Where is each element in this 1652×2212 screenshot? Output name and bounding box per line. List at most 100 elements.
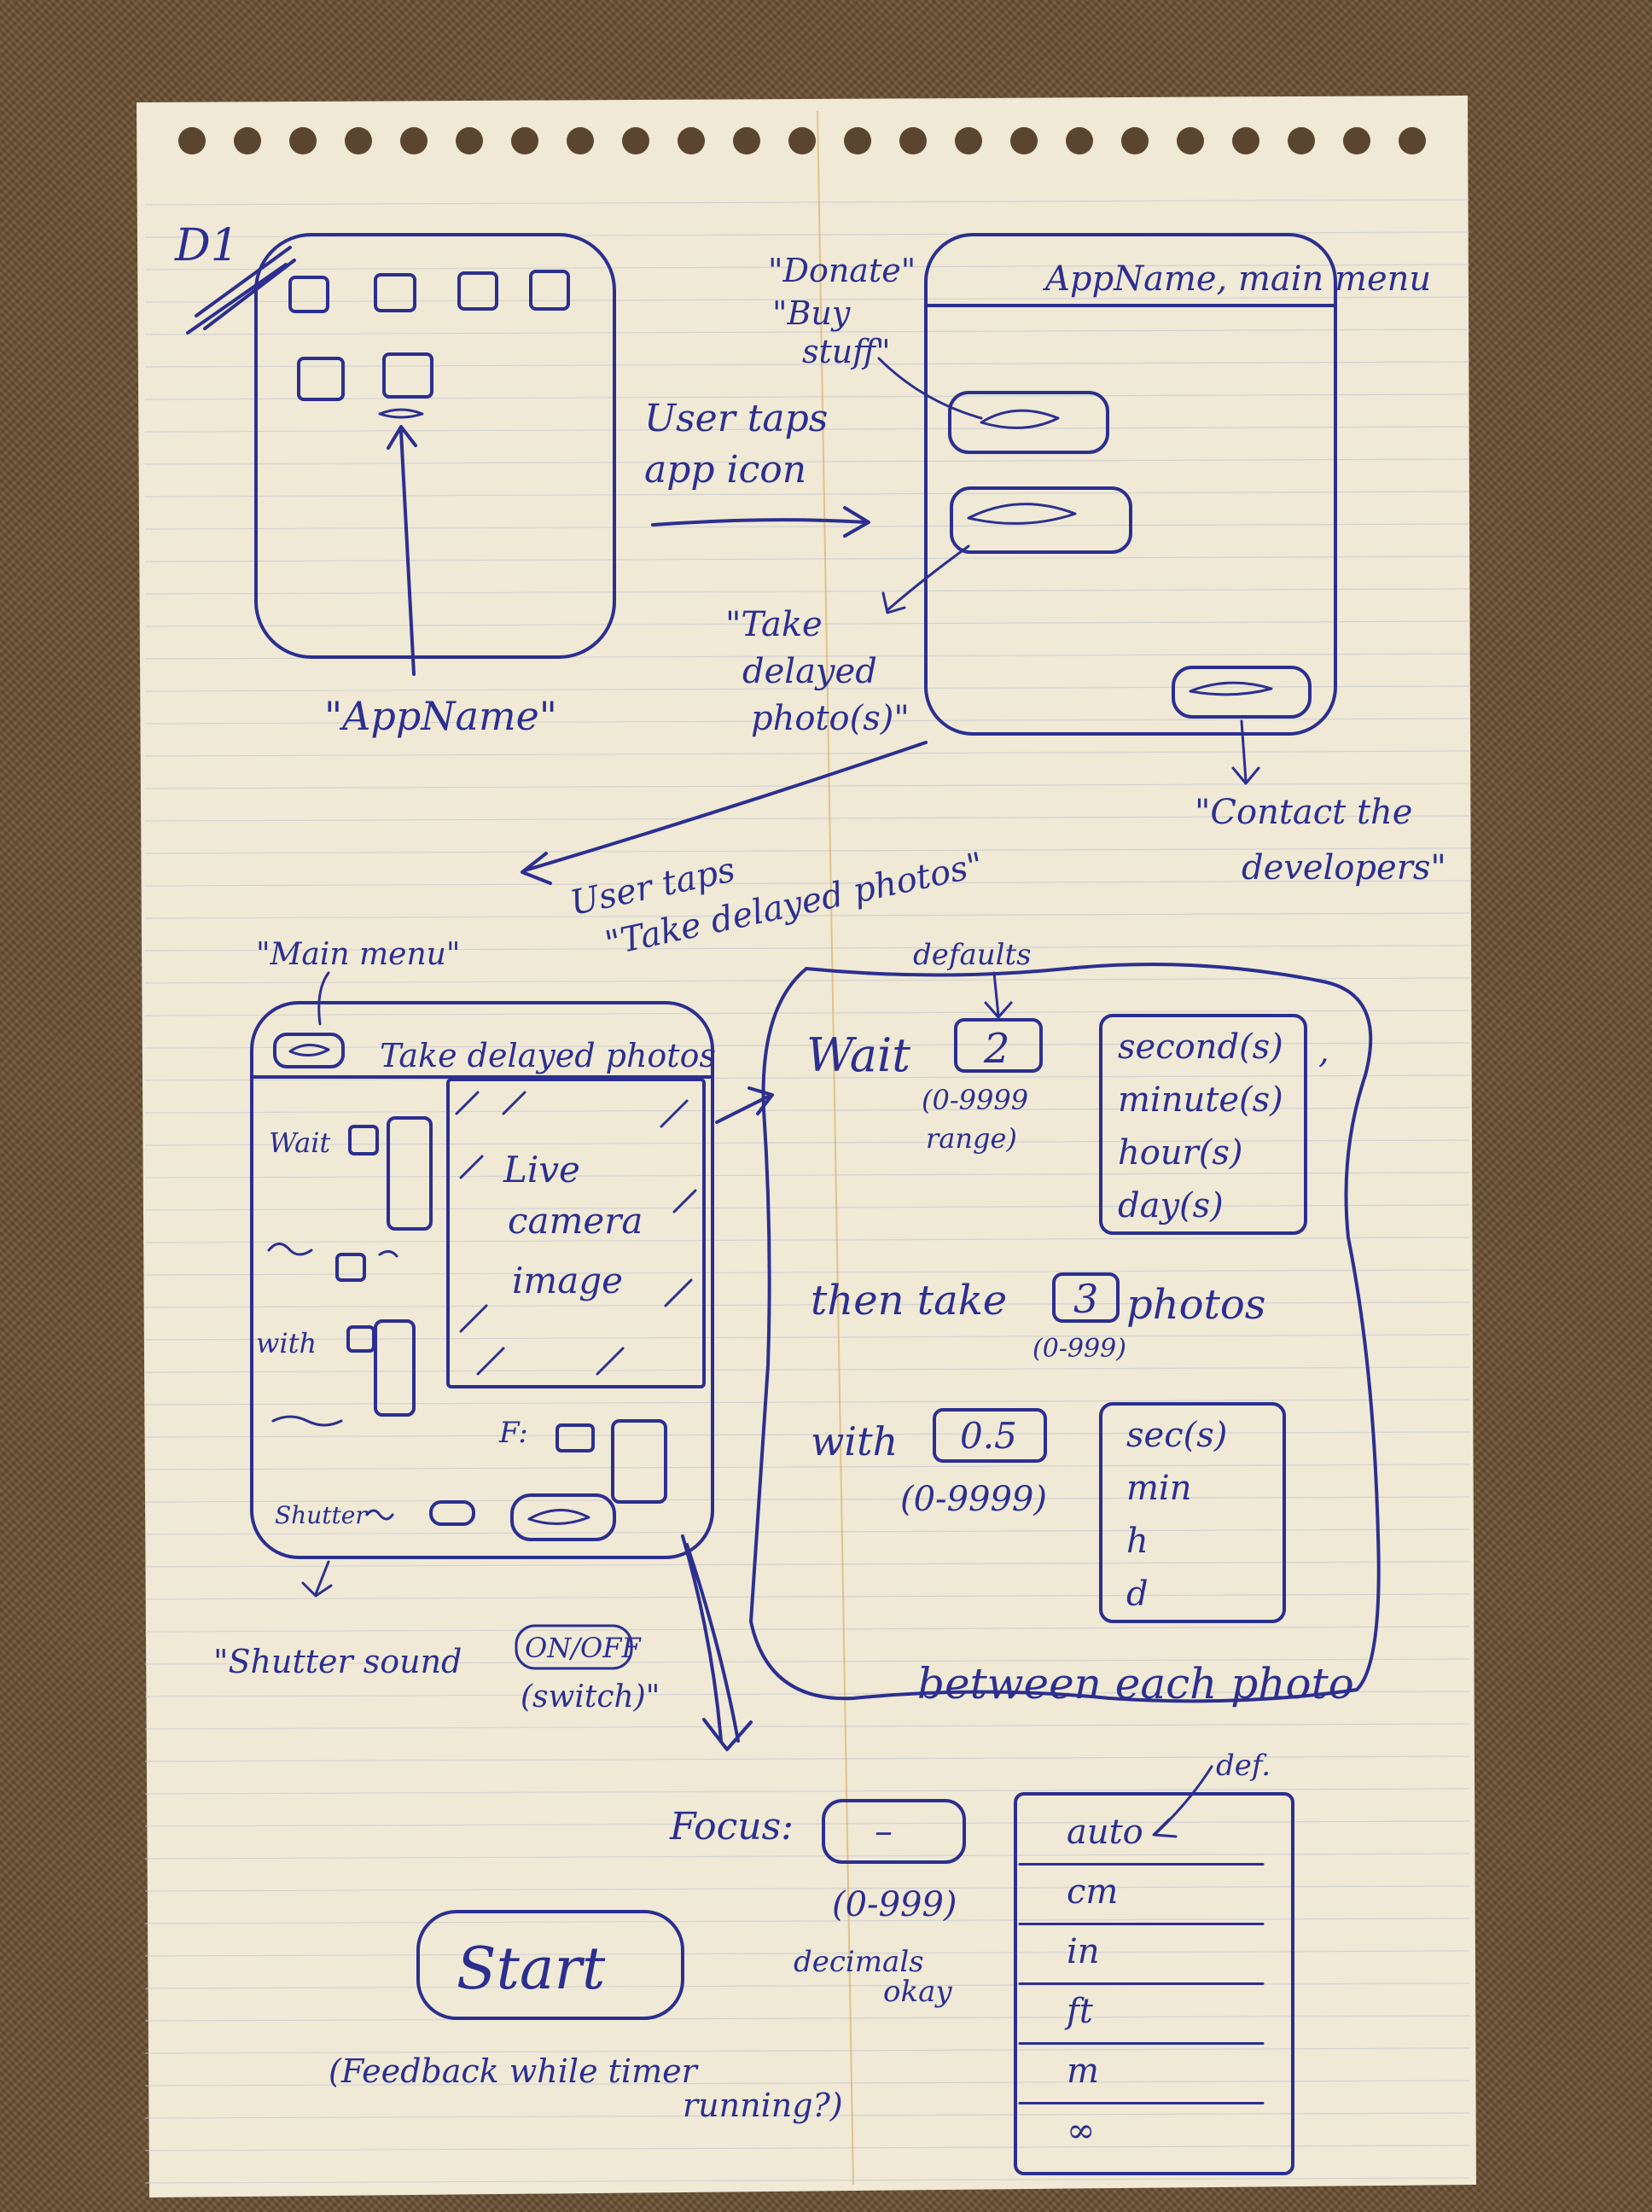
- delayed-screen-title: Take delayed photos: [380, 1037, 716, 1074]
- mini-photos-scribble: [378, 1250, 398, 1258]
- detail-cloud-outline: [749, 963, 1381, 1703]
- shutter-note: "Shutter sound: [213, 1643, 462, 1680]
- main-menu-title: AppName, main menu: [1042, 259, 1431, 299]
- focus-decimals-note: okay: [883, 1975, 952, 2009]
- mini-wait-label: Wait: [269, 1126, 330, 1159]
- app-icon-placeholder: [374, 273, 416, 312]
- main-menu-phone-outline: [924, 233, 1337, 736]
- shutter-note: ON/OFF: [525, 1632, 642, 1664]
- take-delayed-photos-button[interactable]: [950, 486, 1132, 554]
- unit-option[interactable]: auto: [1067, 1813, 1143, 1852]
- mini-focus-unit-picker[interactable]: [611, 1419, 667, 1504]
- interval-value[interactable]: 0.5: [960, 1415, 1017, 1457]
- corner-mark-slashes: [186, 246, 296, 335]
- unit-option[interactable]: m: [1067, 2052, 1099, 2091]
- contact-note: developers": [1242, 848, 1446, 888]
- unit-option[interactable]: d: [1126, 1575, 1149, 1614]
- take-note: delayed: [742, 652, 877, 691]
- unit-option[interactable]: min: [1126, 1469, 1191, 1508]
- wait-unit-picker[interactable]: [1099, 1014, 1307, 1235]
- focus-value[interactable]: –: [875, 1810, 893, 1852]
- interval-range: (0-9999): [900, 1480, 1047, 1519]
- focus-unit-picker[interactable]: [1014, 1792, 1294, 2175]
- mini-between-scribble: [271, 1415, 343, 1427]
- interval-unit-options[interactable]: sec(s) min hd: [1126, 1416, 1227, 1614]
- wait-value-input[interactable]: [954, 1018, 1043, 1073]
- donate-button-scribble: [980, 409, 1060, 429]
- home-screen-sketch: "AppName": [254, 233, 616, 739]
- delayed-photos-sketch: Take delayed photos Wait with Live camer…: [250, 1001, 716, 1559]
- mini-shutter-label: Shutter: [275, 1501, 368, 1529]
- mini-then-scribble: [267, 1243, 313, 1256]
- donate-button[interactable]: [948, 391, 1109, 454]
- unit-option[interactable]: cm: [1067, 1872, 1118, 1912]
- mini-wait-input[interactable]: [348, 1125, 379, 1155]
- unit-option[interactable]: ft: [1064, 1992, 1094, 2031]
- app-icon-placeholder: [457, 271, 498, 311]
- contact-developers-button[interactable]: [1172, 666, 1312, 719]
- wait-unit-options[interactable]: second(s) minute(s) hour(s) day(s): [1118, 1027, 1283, 1225]
- app-icon-placeholder: [529, 270, 570, 311]
- step1-text: User taps: [644, 397, 828, 440]
- unit-option[interactable]: ∞: [1067, 2111, 1095, 2151]
- delayed-phone-outline: [250, 1001, 714, 1559]
- unit-option[interactable]: second(s): [1118, 1027, 1283, 1067]
- contact-note-arrow: [1231, 719, 1260, 785]
- app-icon-pointer-arrow: [387, 425, 417, 676]
- start-button-label[interactable]: Start: [457, 1936, 606, 2003]
- live-camera-text: Live: [503, 1149, 580, 1190]
- focus-unit-options[interactable]: auto cm in ft m ∞: [1018, 1813, 1265, 2151]
- photos-range: (0-999): [1032, 1334, 1126, 1364]
- interval-value-input[interactable]: [933, 1408, 1047, 1463]
- defaults-label: defaults: [913, 938, 1032, 972]
- focus-label: Focus:: [669, 1805, 794, 1848]
- unit-option[interactable]: in: [1067, 1932, 1100, 1971]
- mini-wait-unit-picker[interactable]: [387, 1116, 433, 1231]
- mini-interval-unit-picker[interactable]: [374, 1319, 416, 1417]
- focus-default-arrow: [1152, 1765, 1213, 1838]
- shutter-note: (switch)": [521, 1679, 660, 1714]
- focus-value-input[interactable]: [822, 1799, 966, 1864]
- live-camera-text: camera: [508, 1200, 643, 1242]
- app-label-scribble: [378, 408, 424, 419]
- back-button-scribble: [288, 1044, 330, 1057]
- mini-shutter-switch[interactable]: [429, 1500, 475, 1526]
- start-button[interactable]: [416, 1910, 684, 2020]
- donate-note: "Buy: [772, 294, 851, 332]
- unit-option[interactable]: day(s): [1118, 1186, 1224, 1225]
- wait-range: range): [926, 1122, 1017, 1155]
- unit-option[interactable]: h: [1126, 1522, 1149, 1561]
- home-phone-outline: [254, 233, 616, 659]
- photos-count-value[interactable]: 3: [1073, 1276, 1098, 1322]
- main-menu-sketch: AppName, main menu: [924, 233, 1431, 736]
- interval-unit-picker[interactable]: [1099, 1402, 1286, 1623]
- between-label: between each photo: [917, 1659, 1354, 1708]
- take-note: "Take: [725, 605, 823, 644]
- mini-start-button[interactable]: [510, 1493, 616, 1541]
- wait-label: Wait: [806, 1028, 910, 1082]
- app-icon-placeholder: [288, 276, 329, 313]
- main-menu-back-note: "Main menu": [256, 937, 460, 972]
- mini-shutter-scribble: [365, 1509, 394, 1521]
- paper-sheet: [137, 96, 1476, 2197]
- focus-range: (0-999): [832, 1885, 957, 1924]
- step1-text: app icon: [644, 448, 806, 492]
- camera-hatching: [455, 1091, 697, 1376]
- unit-option[interactable]: hour(s): [1118, 1133, 1242, 1173]
- live-camera-preview: [446, 1078, 706, 1388]
- wait-value[interactable]: 2: [983, 1025, 1010, 1073]
- photos-count-input[interactable]: [1052, 1272, 1120, 1323]
- mini-focus-input[interactable]: [556, 1423, 595, 1452]
- mini-focus-label: F:: [498, 1416, 528, 1450]
- mini-photos-input[interactable]: [335, 1253, 366, 1282]
- unit-option[interactable]: minute(s): [1118, 1080, 1283, 1120]
- contact-button-scribble: [1189, 681, 1273, 696]
- step1-arrow: [651, 506, 870, 538]
- shutter-note-arrow: [301, 1560, 333, 1598]
- unit-option[interactable]: sec(s): [1126, 1416, 1227, 1455]
- mini-with-label: with: [256, 1327, 317, 1359]
- back-button[interactable]: [273, 1033, 345, 1068]
- corner-mark: D1: [174, 220, 239, 271]
- app-icon-placeholder: [382, 352, 433, 399]
- with-label: with: [811, 1418, 898, 1464]
